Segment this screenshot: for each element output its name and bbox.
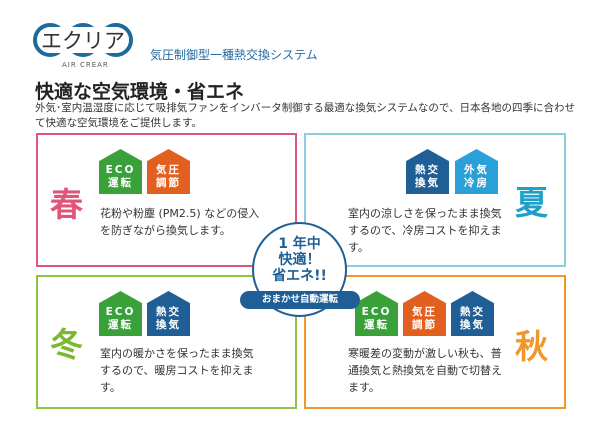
season-spring: 春 xyxy=(50,185,83,224)
autumn-text: 寒暖差の変動が激しい秋も、普通換気と熱換気を自動で切替えます。 xyxy=(348,347,502,394)
page-title: 快適な空気環境・省エネ xyxy=(35,81,245,103)
season-autumn: 秋 xyxy=(515,327,548,366)
badge-pressure: 気圧調節 xyxy=(147,149,190,194)
season-summer: 夏 xyxy=(515,183,548,222)
center-message: 1 年中 快適！ 省エネ!! xyxy=(252,236,347,284)
description: 外気･室内温湿度に応じて吸排気ファンをインバータ制御する最適な換気システムなので… xyxy=(35,102,576,129)
svg-text:エクリア: エクリア xyxy=(41,29,125,53)
auto-operation-pill: おまかせ自動運転 xyxy=(240,291,360,309)
center-line-1: 1 年中 xyxy=(278,236,321,252)
season-winter: 冬 xyxy=(50,325,83,364)
center-line-2: 快適！ xyxy=(278,252,321,268)
summer-text: 室内の涼しさを保ったまま換気するので、冷房コストを抑えます。 xyxy=(348,207,502,254)
tagline: 気圧制御型一種熱交換システム xyxy=(150,48,318,62)
logo-subtitle: AIR CREAR xyxy=(62,61,109,69)
winter-text: 室内の暖かさを保ったまま換気するので、暖房コストを抑えます。 xyxy=(100,347,254,394)
logo: エクリア xyxy=(33,23,133,57)
center-line-3: 省エネ!! xyxy=(272,268,327,284)
spring-text: 花粉や粉塵 (PM2.5) などの侵入を防ぎながら換気します。 xyxy=(100,207,260,237)
